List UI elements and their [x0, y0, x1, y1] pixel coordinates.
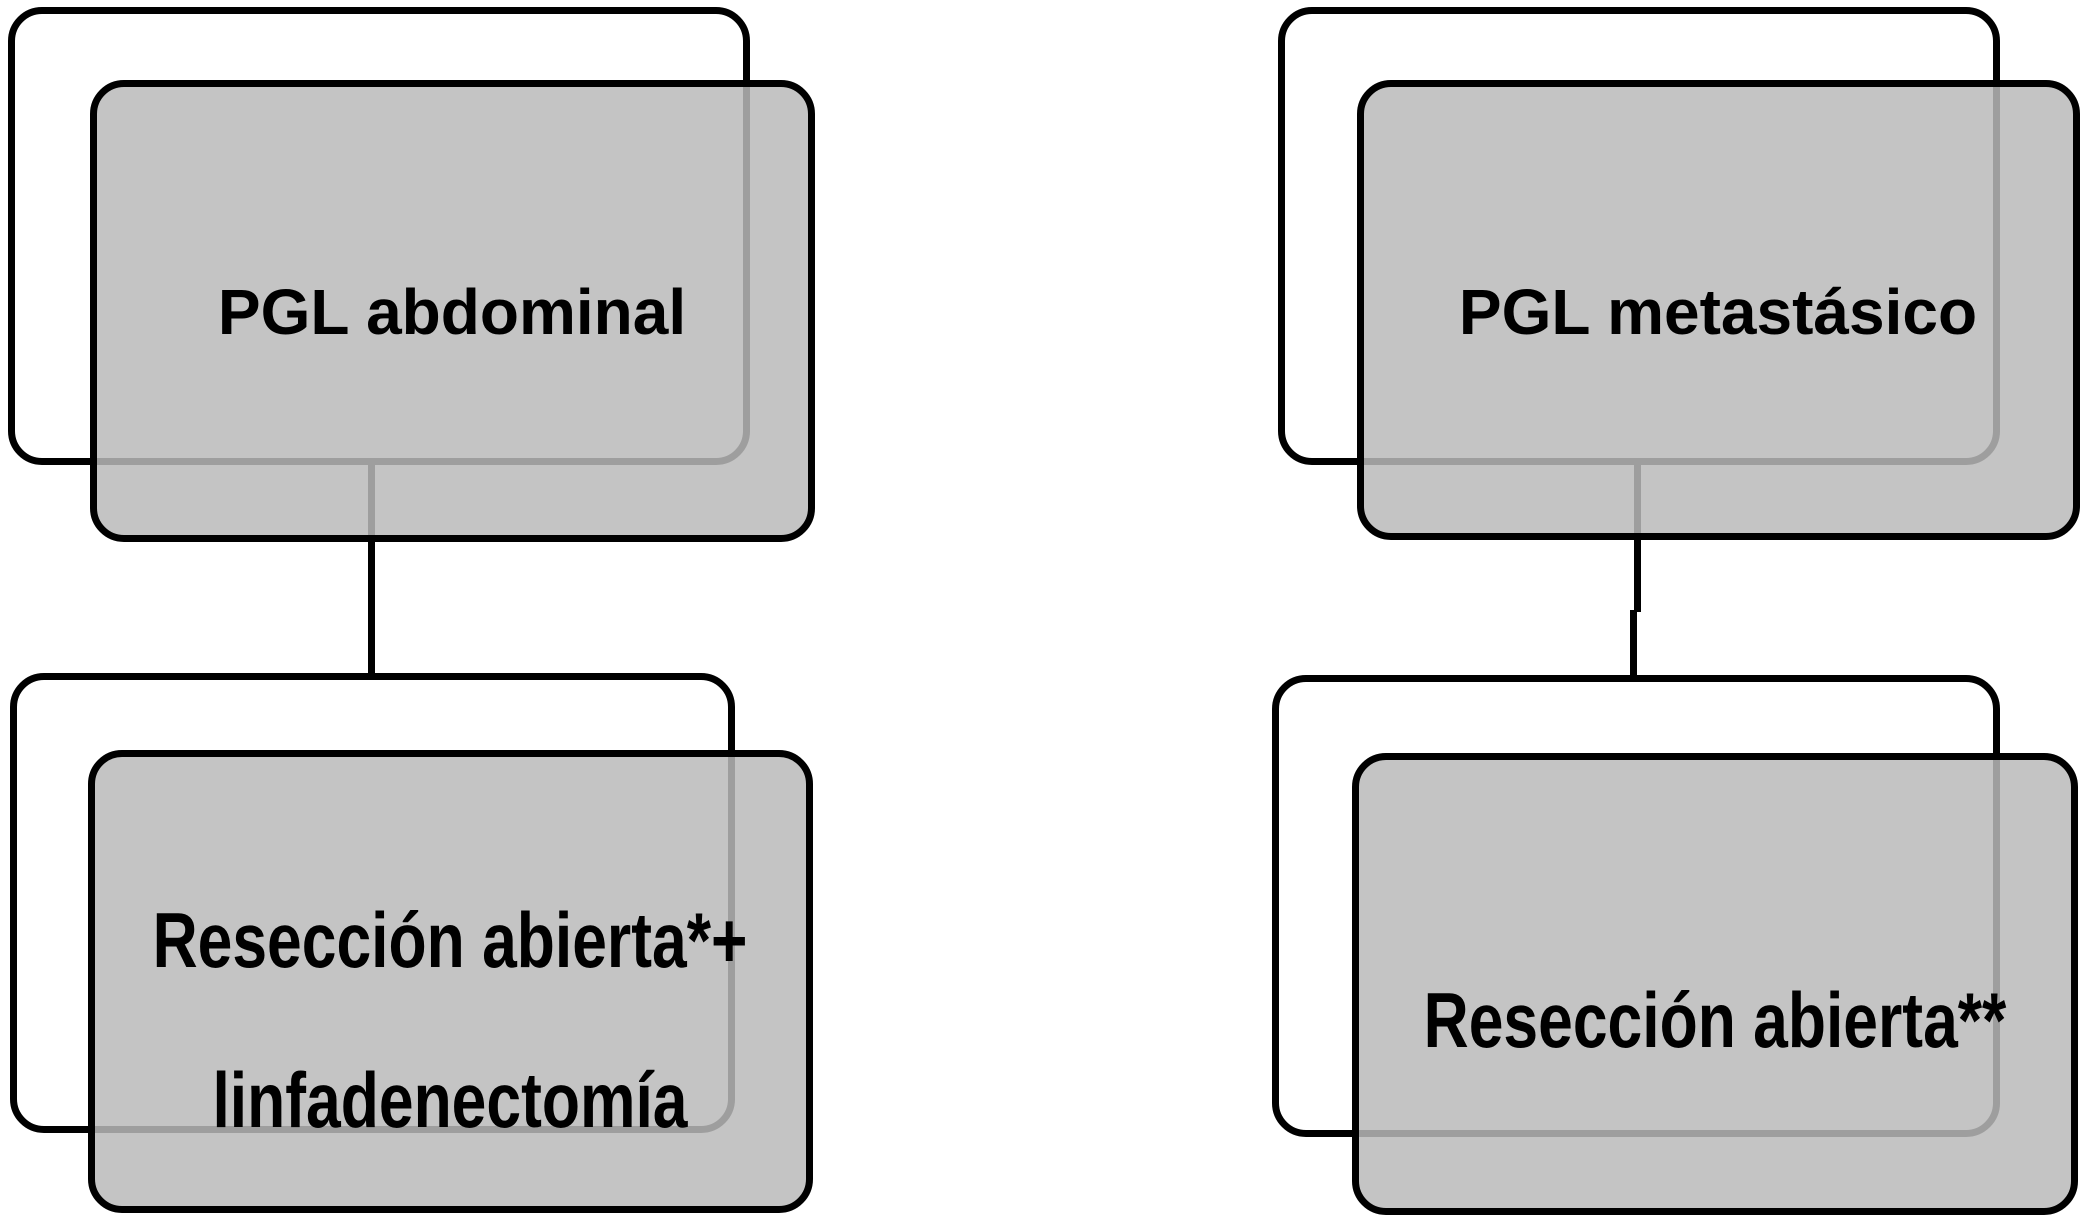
node-reseccion-linfadenectomia-label: Resección abierta*+ linfadenectomía — [78, 860, 822, 1180]
node-pgl-metastasico-card — [1357, 80, 2080, 540]
node-reseccion-linfadenectomia-card — [88, 750, 813, 1213]
label-line-reseccion-abierta: Resección abierta*+ — [152, 896, 748, 984]
node-reseccion-abierta-label-text: Resección abierta** — [1423, 976, 2007, 1064]
node-pgl-metastasico-label: PGL metastásico — [1458, 276, 1978, 348]
node-reseccion-abierta-card — [1352, 753, 2078, 1215]
connector-metastasico-to-reseccion-lower-line — [1630, 610, 1637, 682]
node-reseccion-linfadenectomia-label-lines: Resección abierta*+ linfadenectomía — [153, 860, 748, 1180]
node-pgl-abdominal-label: PGL abdominal — [217, 276, 687, 348]
label-line-linfadenectomia: linfadenectomía — [212, 1056, 688, 1144]
node-reseccion-abierta-label: Resección abierta** — [1351, 940, 2079, 1100]
connector-abdominal-to-reseccion-line — [368, 460, 375, 676]
node-pgl-abdominal-card — [90, 80, 815, 542]
